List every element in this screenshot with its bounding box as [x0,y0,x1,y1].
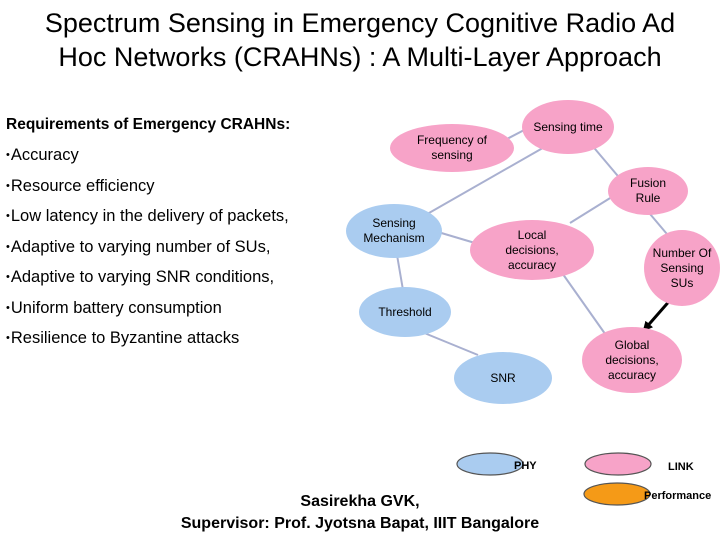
requirement-item: •Resilience to Byzantine attacks [6,329,240,347]
legend-phy-swatch [456,452,524,476]
edge-mechanism-local [437,231,476,244]
requirement-item: •Resource efficiency [6,176,155,195]
node-label-number-sus: Number Of Sensing SUs [652,245,712,290]
node-label-frequency: Frequency of sensing [416,133,488,162]
bullet-icon: • [6,301,10,314]
node-sensing-mechanism [346,204,442,258]
node-label-fusion-rule: Fusion Rule [629,176,667,205]
legend-link-swatch [584,452,652,476]
title-line-2: Hoc Networks (CRAHNs) : A Multi-Layer Ap… [58,42,662,72]
legend-phy-label: PHY [514,460,537,472]
node-frequency [390,124,514,172]
node-label-global-decisions: Global decisions, accuracy [605,337,659,382]
edge-local-global [559,269,609,339]
node-global-decisions [582,327,682,393]
legend-performance-label: Performance [644,490,712,502]
supervisor-credit: Supervisor: Prof. Jyotsna Bapat, IIIT Ba… [180,515,540,532]
slide-title: Spectrum Sensing in Emergency Cognitive … [0,6,720,74]
bullet-icon: • [6,271,10,283]
requirements-list: •Accuracy •Resource efficiency •Low late… [6,142,289,356]
author-credit: Sasirekha GVK, [300,493,420,510]
node-label-threshold: Threshold [378,304,432,319]
bullet-icon: • [6,332,10,344]
node-fusion-rule [608,167,688,215]
requirement-item: •Uniform battery consumption [6,298,222,317]
node-number-sus [644,230,720,306]
node-local-decisions [470,220,594,280]
title-line-1: Spectrum Sensing in Emergency Cognitive … [44,8,676,38]
requirement-item: •Low latency in the delivery of packets, [6,207,289,225]
edge-threshold-snr [416,329,479,356]
requirement-item: •Adaptive to varying number of SUs, [6,237,271,256]
arrow-number-to-global [642,297,674,332]
bullet-icon: • [6,149,10,161]
bullet-icon: • [6,240,10,253]
requirement-item: •Adaptive to varying SNR conditions, [6,268,275,286]
legend-performance-swatch [583,482,651,506]
node-snr [454,352,552,404]
edge-fusion-local [569,194,616,224]
edge-mechanism-threshold [396,254,404,291]
node-sensing-time [522,100,614,154]
node-label-sensing-time: Sensing time [533,119,603,134]
node-threshold [359,287,451,337]
bullet-icon: • [6,210,10,222]
edge-sensing-time-mechanism [407,144,549,226]
node-label-sensing-mechanism: Sensing Mechanism [363,216,425,245]
node-label-snr: SNR [490,370,516,385]
bullet-icon: • [6,179,10,192]
node-label-local-decisions: Local decisions, accuracy [505,227,559,272]
requirement-item: •Accuracy [6,146,79,164]
requirements-heading: Requirements of Emergency CRAHNs: [6,116,291,133]
legend-link-label: LINK [668,461,694,473]
